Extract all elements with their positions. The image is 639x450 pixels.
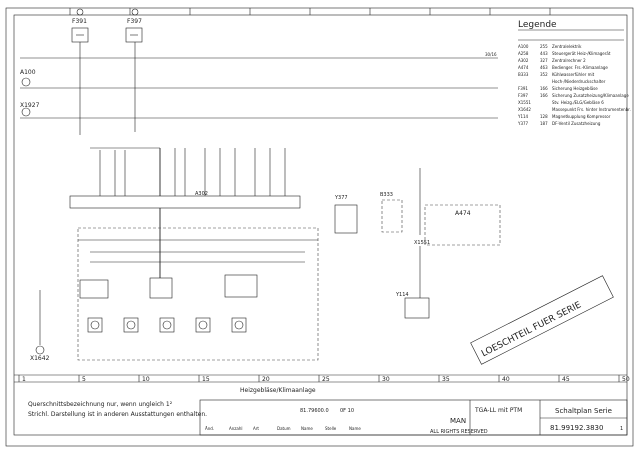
legend-code: F391 (518, 86, 528, 91)
rev-1: 81.79600.0 (300, 408, 329, 414)
controller-box (77, 227, 319, 361)
col-head: Datum (277, 426, 291, 431)
sheet-number: 1 (620, 426, 623, 432)
legend-ref: 187 (540, 121, 548, 126)
a100-label: A100 (20, 69, 36, 76)
legend-code: A302 (518, 58, 529, 63)
x1642-label: X1642 (30, 355, 50, 362)
connector-strip (69, 195, 301, 209)
legend-text: Stv. Heizg./ELG/Gebläse 6 (552, 100, 604, 105)
a474-box (424, 204, 501, 246)
top-ticks (69, 8, 551, 15)
legend-ref: 463 (540, 65, 548, 70)
legend-ref: 166 (540, 93, 548, 98)
legend-code: A100 (518, 44, 529, 49)
ruler-label: 1 (22, 376, 26, 383)
legend-ref: 327 (540, 58, 548, 63)
ruler-label: 35 (442, 376, 450, 383)
rev-2: 0F 10 (340, 408, 354, 414)
ruler-label: 10 (142, 376, 150, 383)
legend-text: Massepunkt Frs. hinter Instrumentenbr. (552, 107, 631, 112)
fuse-f391-label: F391 (72, 18, 87, 25)
a302-label: A302 (195, 191, 208, 197)
legend-code: B333 (518, 72, 529, 77)
legend-ref: 255 (540, 44, 548, 49)
svg-text:30/16: 30/16 (485, 52, 497, 57)
col-head: Anzahl (229, 426, 242, 431)
legend-ref: 352 (540, 72, 548, 77)
description: TGA-LL mit PTM (474, 407, 522, 414)
y377-box (334, 204, 358, 234)
stamp-text: LOESCHTEIL FUER SERIE (480, 300, 583, 359)
legend-ref: 443 (540, 51, 548, 56)
legend-code: Y114 (517, 114, 529, 119)
ruler-label: 5 (82, 376, 86, 383)
legend-text: Zentralrechner 2 (552, 58, 586, 63)
outer-frame (5, 7, 634, 447)
x1927-label: X1927 (20, 102, 40, 109)
col-head: Änd. (205, 426, 214, 431)
legend-text: Sicherung Heizgebläse (552, 86, 598, 91)
legend-code: X1642 (518, 107, 531, 112)
legend-ref: 128 (540, 114, 548, 119)
col-head: Name (349, 426, 361, 431)
ruler-label: 40 (502, 376, 510, 383)
legend-text: Magnetkupplung Kompressor (552, 114, 611, 119)
ruler-label: 15 (202, 376, 210, 383)
col-head: Name (301, 426, 313, 431)
note-1: Querschnittsbezeichnung nur, wenn unglei… (28, 401, 173, 408)
company: MAN (450, 417, 466, 425)
legend-code: A258 (518, 51, 529, 56)
doc-title: Schaltplan Serie (555, 407, 612, 415)
relay-1 (79, 279, 109, 299)
legend-ref: 166 (540, 86, 548, 91)
drawing-number: 81.99192.3830 (550, 424, 603, 432)
notes: Querschnittsbezeichnung nur, wenn unglei… (28, 401, 207, 418)
legend-text: Bedienger. Frs.-Klimaanlage (552, 65, 608, 70)
supply-rails: 30/16 A100 X1927 (20, 39, 624, 119)
relay-2 (149, 277, 173, 299)
fuse-f397: F397 (125, 8, 143, 43)
col-head: Stelle (325, 426, 337, 431)
legend-code: A474 (518, 65, 529, 70)
legend-code: X1551 (518, 100, 531, 105)
y114-box (404, 297, 430, 319)
legend-text: Hoch-/Niederdruckschalter (552, 79, 606, 84)
ruler-label: 25 (322, 376, 330, 383)
legend-code: F397 (518, 93, 528, 98)
legend-text: Sicherung Zusatzheizung/Klimaanlage (552, 93, 629, 98)
a474-label: A474 (455, 210, 471, 217)
legend-text: Steuergerät Heiz-/Klimagerät (552, 51, 611, 56)
legend-text: Zentralelektrik (552, 44, 582, 49)
col-head: Art (253, 426, 259, 431)
relay-3 (224, 274, 258, 298)
ruler-label: 20 (262, 376, 270, 383)
inner-frame (13, 14, 628, 436)
b333-box (381, 199, 403, 233)
legend-text: Kühlwasserfühler mit (552, 72, 595, 77)
main-wiring: A302 X1642 (30, 147, 319, 362)
ruler-label: 45 (562, 376, 570, 383)
stamp: LOESCHTEIL FUER SERIE (470, 275, 614, 365)
legend-code: Y377 (517, 121, 529, 126)
b333-label: B333 (380, 192, 393, 198)
ruler-label: 50 (622, 376, 630, 383)
note-2: Strichl. Darstellung ist in anderen Auss… (28, 411, 207, 418)
ruler-label: 30 (382, 376, 390, 383)
y377-label: Y377 (334, 195, 348, 201)
right-components: Y377 B333 X1551 Y114 A474 (334, 168, 501, 319)
fuse-f391: F391 (71, 8, 89, 43)
fuse-f397-label: F397 (127, 18, 142, 25)
legend-text: DF-Ventil Zusatzheizung (552, 121, 601, 126)
x1551-label: X1551 (414, 240, 430, 246)
legend-title: Legende (518, 20, 557, 30)
rights: ALL RIGHTS RESERVED (430, 429, 488, 435)
blower-label: Heizgebläse/Klimaanlage (240, 387, 316, 394)
y114-label: Y114 (395, 292, 409, 298)
title-block: Schaltplan Serie 81.99192.3830 TGA-LL mi… (199, 399, 628, 436)
